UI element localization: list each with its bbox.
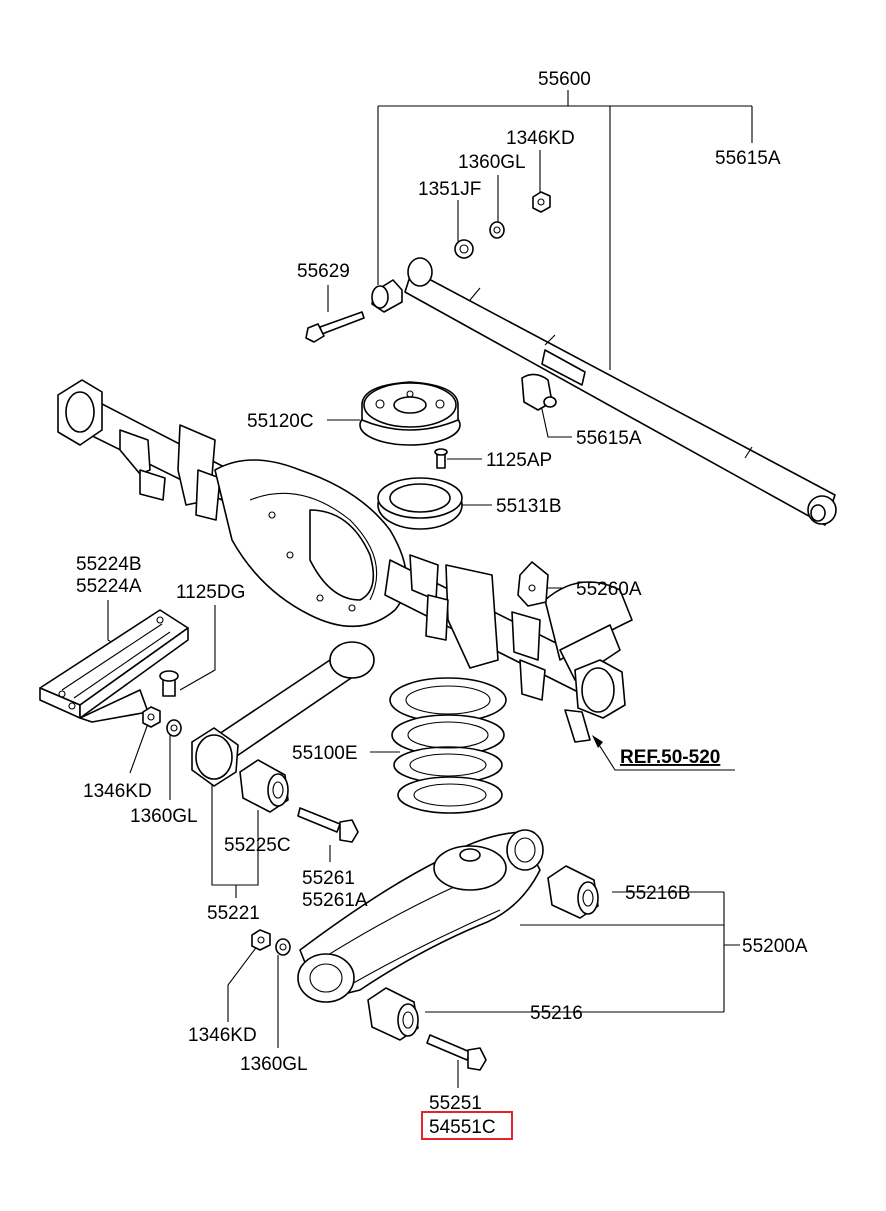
label-1346KD-bottom[interactable]: 1346KD (188, 1025, 257, 1046)
spring-pad (377, 477, 463, 530)
label-55261A[interactable]: 55261A (302, 890, 368, 911)
label-55224A[interactable]: 55224A (76, 576, 142, 597)
label-55221[interactable]: 55221 (207, 903, 260, 924)
label-55615A-mid[interactable]: 55615A (576, 428, 642, 449)
label-1360GL-left[interactable]: 1360GL (130, 806, 198, 827)
label-1125DG[interactable]: 1125DG (176, 582, 245, 603)
label-1346KD-left[interactable]: 1346KD (83, 781, 152, 802)
bushing-55216B (547, 865, 599, 919)
highlight-box (421, 1111, 513, 1140)
label-55224B[interactable]: 55224B (76, 554, 142, 575)
label-ref-50-520[interactable]: REF.50-520 (620, 747, 720, 768)
label-55120C[interactable]: 55120C (247, 411, 314, 432)
label-55131B[interactable]: 55131B (496, 496, 562, 517)
label-55615A-top[interactable]: 55615A (715, 148, 781, 169)
label-55261[interactable]: 55261 (302, 868, 355, 889)
bushing-55216 (367, 987, 419, 1041)
label-55600[interactable]: 55600 (538, 69, 591, 90)
bolt-1125DG (159, 670, 179, 697)
upper-arm (191, 641, 375, 787)
lateral-rod (404, 257, 837, 526)
bolt-55261 (297, 807, 359, 843)
label-55216B[interactable]: 55216B (625, 883, 691, 904)
part-labels: 55600 1346KD 1360GL 1351JF 55615A 55629 … (76, 69, 808, 1140)
bracket-55260A (517, 561, 549, 607)
coil-spring (389, 677, 507, 814)
label-1360GL-bottom[interactable]: 1360GL (240, 1054, 308, 1075)
label-54551C[interactable]: 54551C (429, 1117, 496, 1138)
top-washer-1360GL (489, 221, 505, 239)
spring-seat-upper (359, 381, 461, 446)
label-1125AP[interactable]: 1125AP (486, 450, 552, 471)
label-55260A[interactable]: 55260A (576, 579, 642, 600)
bump-stopper (521, 373, 557, 411)
top-washer-1351JF (454, 239, 474, 259)
label-55629[interactable]: 55629 (297, 261, 350, 282)
bottom-nut-1346KD (251, 929, 271, 951)
label-55251[interactable]: 55251 (429, 1093, 482, 1114)
parts-drawing (39, 191, 837, 1071)
rear-axle-housing (57, 379, 633, 743)
left-nut-1346KD (142, 706, 161, 728)
bracket-55224 (39, 609, 189, 723)
lower-arm (297, 829, 544, 1003)
rod-bushing (371, 279, 403, 313)
leader-lines (107, 90, 753, 1088)
bushing-55225C (239, 759, 289, 813)
left-washer-1360GL (166, 719, 182, 737)
bolt-1125AP (434, 448, 448, 469)
bottom-washer-1360GL (275, 938, 291, 956)
top-nut-1346KD (532, 191, 551, 213)
label-1346KD-top[interactable]: 1346KD (506, 128, 575, 149)
bolt-55251 (426, 1034, 487, 1071)
label-55225C[interactable]: 55225C (224, 835, 291, 856)
label-55216[interactable]: 55216 (530, 1003, 583, 1024)
label-55100E[interactable]: 55100E (292, 743, 358, 764)
label-55200A[interactable]: 55200A (742, 936, 808, 957)
label-1351JF[interactable]: 1351JF (418, 179, 481, 200)
label-1360GL-top[interactable]: 1360GL (458, 152, 526, 173)
bolt-55629 (305, 311, 365, 343)
